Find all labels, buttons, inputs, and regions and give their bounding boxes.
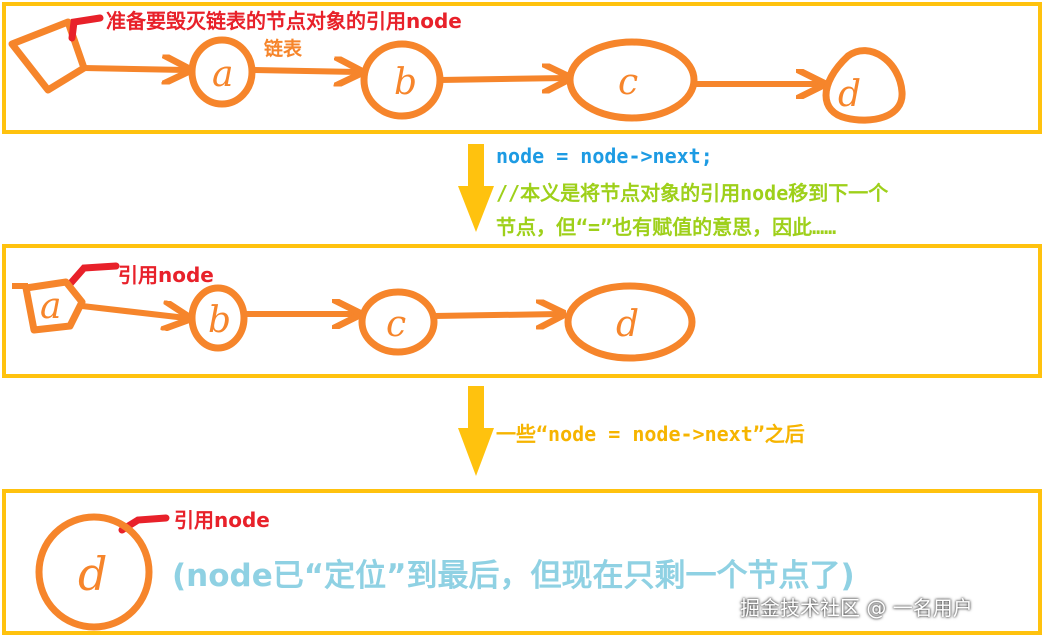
pointer-label-2: 引用node (118, 263, 214, 287)
list-node (564, 282, 696, 362)
panel-after-one-step (2, 244, 1042, 378)
list-node (822, 47, 906, 124)
panel3-graphics: d (35, 513, 170, 631)
link-arrow (433, 314, 560, 316)
link-arrow (251, 70, 358, 72)
panel-final (2, 489, 1042, 635)
list-label: 链表 (264, 38, 303, 60)
step1-code: node = node->next; (496, 144, 713, 168)
node-label: c (618, 62, 638, 103)
pointer-label-1: 准备要毁灭链表的节点对象的引用node (106, 9, 462, 33)
step1-comment-line1: //本义是将节点对象的引用node移到下一个 (496, 181, 889, 205)
panel-original-list (2, 2, 1042, 134)
node-label: d (838, 74, 861, 115)
node-label: b (208, 300, 231, 341)
node-label: a (40, 286, 61, 327)
node-label: b (394, 62, 417, 103)
node-label: d (616, 304, 639, 345)
node-label: a (212, 54, 233, 95)
down-arrow-1 (458, 144, 494, 232)
step1-comment-line2: 节点，但“=”也有赋值的意思，因此…… (496, 215, 837, 239)
pointer-line (66, 262, 120, 288)
panel1-graphics: a b c d (8, 14, 906, 124)
watermark: 掘金技术社区 @ 一名用户 (740, 596, 973, 620)
pointer-line (68, 14, 104, 42)
pointer-label-3: 引用node (174, 508, 270, 532)
node-label: d (78, 547, 107, 601)
down-arrow-2 (458, 386, 494, 476)
list-node (188, 284, 248, 352)
node-label: c (386, 304, 406, 345)
list-node (22, 278, 86, 334)
list-node (358, 288, 438, 356)
link-arrow (81, 306, 186, 318)
link-arrow (83, 68, 186, 70)
step2-text: 一些“node = node->next”之后 (496, 422, 805, 446)
list-node (566, 38, 698, 122)
list-node (35, 513, 153, 631)
final-note: (node已“定位”到最后，但现在只剩一个节点了) (172, 558, 855, 594)
panel2-graphics: a b c d (12, 262, 696, 362)
link-arrow (439, 78, 566, 80)
